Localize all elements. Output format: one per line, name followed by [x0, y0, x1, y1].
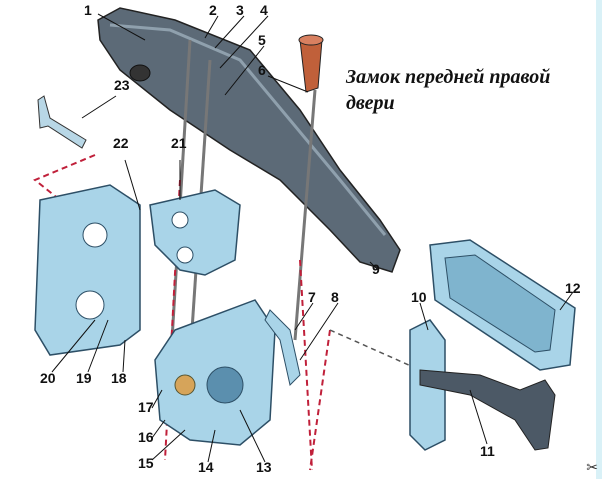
callout-7: 7 — [308, 289, 316, 305]
right-edge-strip — [596, 0, 602, 479]
outer-handle — [97, 7, 401, 273]
lock-housing-22 — [34, 184, 141, 356]
inner-handle-11 — [419, 369, 556, 451]
callout-10: 10 — [411, 289, 427, 305]
callout-20: 20 — [40, 370, 56, 386]
striker-21 — [149, 189, 241, 276]
lock-button-knob — [299, 39, 323, 93]
rod-6 — [293, 89, 317, 341]
callout-12: 12 — [565, 280, 581, 296]
callout-1: 1 — [84, 2, 92, 18]
rotor — [206, 366, 244, 404]
callout-17: 17 — [138, 399, 154, 415]
callout-14: 14 — [198, 459, 214, 475]
callout-6: 6 — [258, 62, 266, 78]
callout-9: 9 — [372, 261, 380, 277]
diagram-caption: Замок передней правой двери — [346, 64, 596, 116]
callout-4: 4 — [260, 2, 268, 18]
callout-11: 11 — [480, 443, 495, 459]
callout-5: 5 — [258, 32, 266, 48]
callout-18: 18 — [111, 370, 127, 386]
tools-icon: ✂ — [586, 461, 598, 476]
callout-22: 22 — [113, 135, 129, 151]
hole — [176, 246, 194, 264]
escutcheon-recess — [444, 254, 556, 353]
screw — [37, 95, 87, 149]
callout-21: 21 — [171, 135, 187, 151]
lever-7 — [264, 309, 301, 386]
assembly-line — [33, 154, 96, 201]
caption-line1: Замок передней правой — [346, 66, 551, 88]
hole — [171, 211, 189, 229]
callout-23: 23 — [114, 77, 130, 93]
leader-lines — [51, 13, 574, 463]
hole — [75, 290, 105, 320]
callout-3: 3 — [236, 2, 244, 18]
callout-8: 8 — [331, 289, 339, 305]
callout-2: 2 — [209, 2, 217, 18]
callout-13: 13 — [256, 459, 272, 475]
assembly-line — [329, 329, 421, 371]
hole — [82, 222, 108, 248]
knob-top — [298, 34, 324, 46]
handle-highlight — [109, 23, 387, 236]
callout-16: 16 — [138, 429, 154, 445]
caption-line2: двери — [346, 92, 395, 114]
key-cylinder — [129, 64, 151, 82]
callout-19: 19 — [76, 370, 92, 386]
spring — [174, 374, 196, 396]
callout-15: 15 — [138, 455, 154, 471]
